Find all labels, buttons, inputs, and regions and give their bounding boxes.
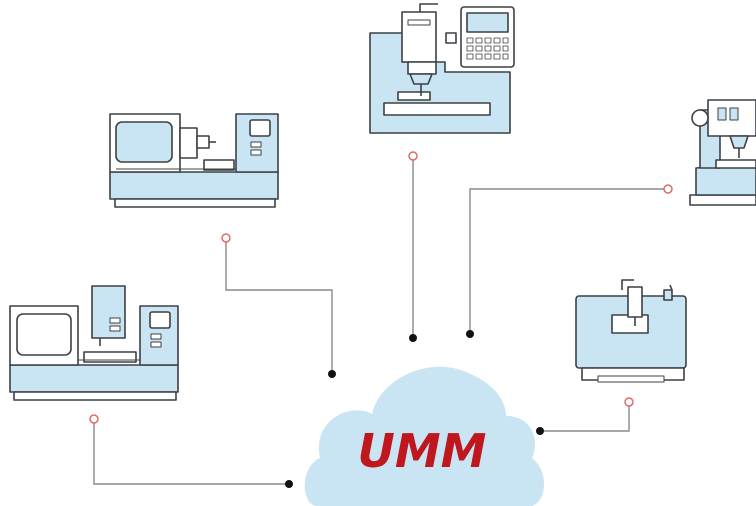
turning-center-icon xyxy=(9,285,179,401)
cloud-icon xyxy=(304,366,544,506)
end-node-drill-press xyxy=(466,330,474,338)
connector-turning-center xyxy=(93,419,289,485)
start-node-cnc-lathe xyxy=(221,233,231,243)
end-node-engraving-machine xyxy=(536,427,544,435)
connector-drill-press xyxy=(469,188,668,334)
hub-label: UMM xyxy=(358,424,487,478)
umm-cloud: UMM xyxy=(304,366,544,506)
start-node-engraving-machine xyxy=(624,397,634,407)
start-nodes xyxy=(89,151,673,424)
end-node-vertical-mill xyxy=(409,334,417,342)
end-nodes xyxy=(285,330,544,488)
connector-engraving-machine xyxy=(540,402,630,432)
cnc-lathe-icon xyxy=(109,113,279,208)
connectors xyxy=(93,156,668,485)
engraving-machine-icon xyxy=(575,279,687,383)
start-node-turning-center xyxy=(89,414,99,424)
drill-press-icon xyxy=(689,99,756,206)
start-node-drill-press xyxy=(663,184,673,194)
end-node-turning-center xyxy=(285,480,293,488)
end-node-cnc-lathe xyxy=(328,370,336,378)
vertical-mill-icon xyxy=(369,3,515,134)
start-node-vertical-mill xyxy=(408,151,418,161)
connector-cnc-lathe xyxy=(225,238,333,374)
